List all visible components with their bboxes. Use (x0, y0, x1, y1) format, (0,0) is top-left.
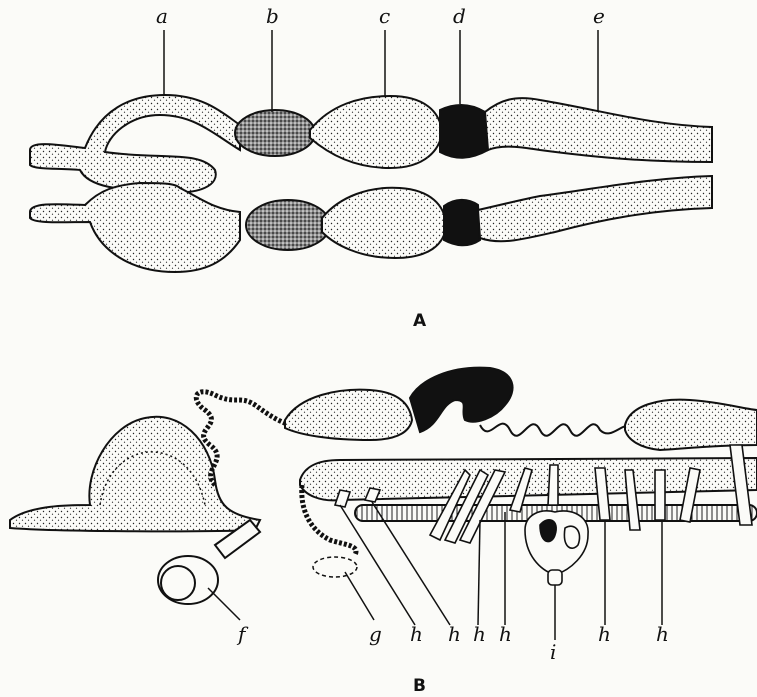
i-structure (525, 511, 588, 585)
lower-segment-e (478, 176, 712, 241)
upper-segment-d (440, 105, 488, 158)
label-c: c (379, 4, 390, 28)
lower-segment-c (322, 188, 446, 258)
upper-segment-c (310, 96, 442, 168)
b-right-segment (625, 400, 757, 450)
f-flask (158, 520, 260, 604)
upper-segment-b (235, 110, 315, 156)
wavy-duct (480, 424, 630, 436)
label-h-2: h (448, 622, 461, 646)
label-h-5: h (598, 622, 611, 646)
label-b: b (266, 4, 279, 28)
label-a: a (156, 4, 168, 28)
panel-a-title: A (413, 311, 426, 331)
label-d: d (453, 4, 466, 28)
lower-tract-a-loop (30, 183, 240, 272)
label-i: i (550, 640, 556, 664)
label-h-6: h (656, 622, 669, 646)
label-g: g (369, 622, 382, 646)
panel-a-drawing (30, 30, 712, 272)
label-f: f (238, 622, 245, 646)
panel-b-title: B (413, 676, 426, 696)
label-h-3: h (473, 622, 486, 646)
g-structure (313, 557, 357, 577)
label-h-4: h (499, 622, 512, 646)
left-dome-organ (10, 417, 260, 532)
label-e: e (593, 4, 605, 28)
b-upper-segment (285, 390, 412, 440)
b-black-segment (410, 368, 513, 432)
lower-segment-b (246, 200, 330, 250)
panel-b-drawing (10, 368, 757, 640)
label-h-1: h (410, 622, 423, 646)
panel-b-leaders (208, 502, 662, 640)
lower-segment-d (444, 200, 480, 245)
upper-tract-a-loop (30, 95, 240, 193)
